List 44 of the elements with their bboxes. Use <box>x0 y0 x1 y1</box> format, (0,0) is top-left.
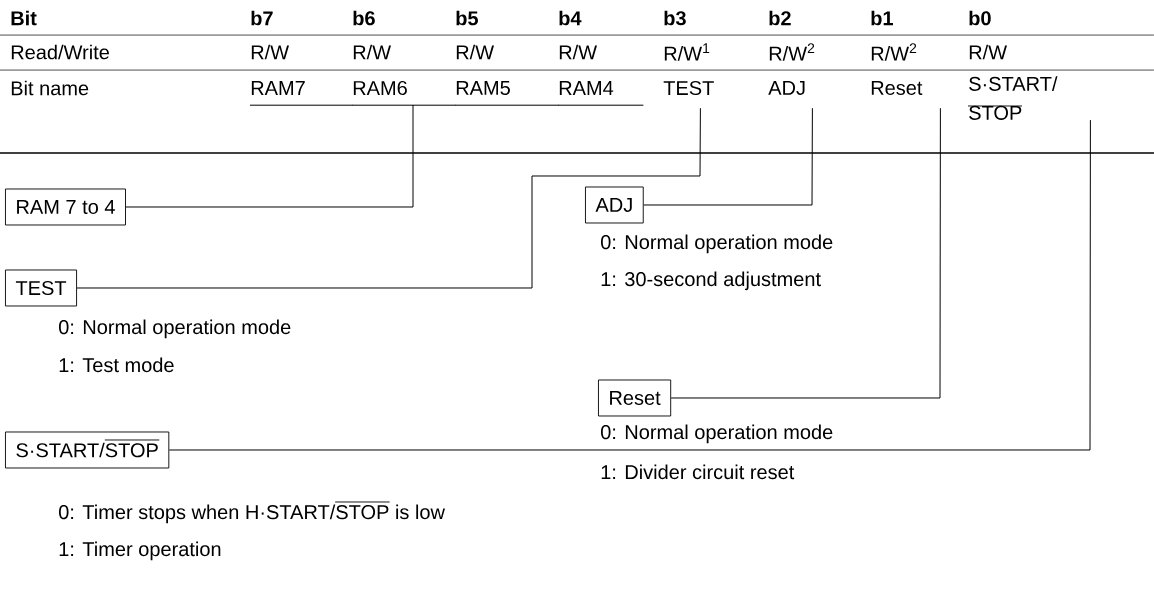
column-heading: b0 <box>969 10 991 26</box>
bit-name: RAM5 <box>456 81 510 95</box>
column-heading: b1 <box>871 10 893 26</box>
leader-line <box>643 107 813 206</box>
column-heading: b7 <box>251 10 273 26</box>
access-text: R/W$^{2}$ <box>871 43 917 61</box>
bit-name: RAM6 <box>353 80 407 96</box>
option-text: 1: 30-second adjustment <box>601 271 821 291</box>
column-heading: b5 <box>456 10 478 26</box>
bit-name: TEST <box>663 80 714 96</box>
bit-name: RAM4 <box>559 81 614 95</box>
leader-line <box>168 119 1091 451</box>
access-text: R/W <box>353 44 391 60</box>
column-heading: b6 <box>353 10 375 26</box>
row-heading: Bit name <box>11 80 89 96</box>
bit-name: ADJ <box>768 81 805 95</box>
field-box: Reset <box>598 379 672 417</box>
field-box: ADJ <box>585 186 644 224</box>
option-text: 1: Timer operation <box>59 541 221 561</box>
option-text: 0: Normal operation mode <box>601 424 833 444</box>
row-heading: Read/Write <box>11 44 109 60</box>
field-box: RAM 7 to 4 <box>5 188 126 226</box>
option-text: 0: Timer stops when H·START/STOP is low <box>59 501 445 524</box>
leader-line <box>125 104 644 208</box>
column-heading: b3 <box>664 10 686 26</box>
access-text: R/W <box>456 44 494 60</box>
leader-line <box>76 107 701 289</box>
column-heading: b2 <box>769 10 791 26</box>
bit-name: S·START/ STOP <box>967 76 1058 120</box>
field-box: S·START/STOP <box>5 431 170 469</box>
access-text: R/W <box>559 44 597 60</box>
bit-name: Reset <box>871 81 923 95</box>
access-text: R/W <box>251 44 289 60</box>
leader-line <box>670 107 941 399</box>
field-box: TEST <box>5 269 77 307</box>
option-text: 0: Normal operation mode <box>59 319 291 339</box>
bit-name: RAM7 <box>251 81 305 95</box>
access-text: R/W$^{1}$ <box>664 43 710 61</box>
column-heading: b4 <box>559 10 582 26</box>
option-text: 0: Normal operation mode <box>601 234 833 254</box>
column-heading: Bit <box>11 10 37 26</box>
access-text: R/W$^{2}$ <box>769 43 815 61</box>
option-text: 1: Test mode <box>59 357 174 373</box>
option-text: 1: Divider circuit reset <box>601 464 795 480</box>
